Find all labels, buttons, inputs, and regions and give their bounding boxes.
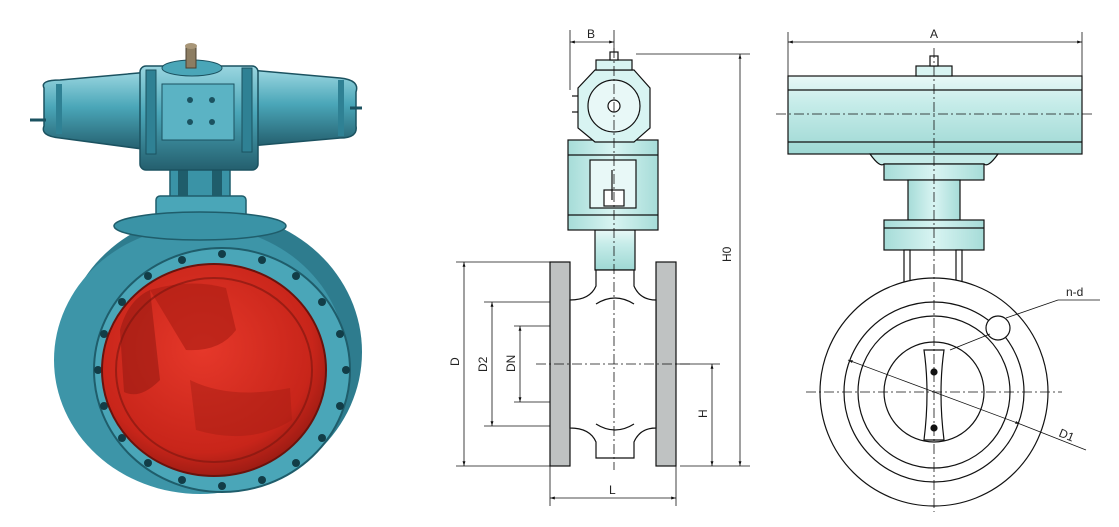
- label-n-d: n-d: [1066, 285, 1083, 299]
- front-view-drawing: [776, 48, 1094, 512]
- side-view-dimensions: [456, 30, 750, 506]
- label-DN: DN: [504, 355, 518, 372]
- label-H: H: [696, 409, 710, 418]
- flange-bolt-holes: [94, 250, 350, 490]
- side-view-labels: B H0 D D2 DN H L: [448, 27, 734, 497]
- front-actuator: [787, 75, 1083, 155]
- label-B: B: [587, 27, 595, 41]
- actuator-right-cylinder: [249, 69, 358, 147]
- side-view-drawing: [536, 48, 690, 470]
- front-view-dimensions: [787, 32, 1100, 451]
- label-D1: D1: [1057, 426, 1077, 445]
- label-D: D: [448, 357, 462, 366]
- front-bolt-hole: [985, 315, 1011, 341]
- label-H0: H0: [720, 246, 734, 262]
- label-D2: D2: [476, 356, 490, 372]
- label-A: A: [930, 27, 938, 41]
- valve-photo: [30, 43, 362, 494]
- label-L: L: [609, 483, 616, 497]
- front-view-labels: A n-d D1: [930, 27, 1083, 445]
